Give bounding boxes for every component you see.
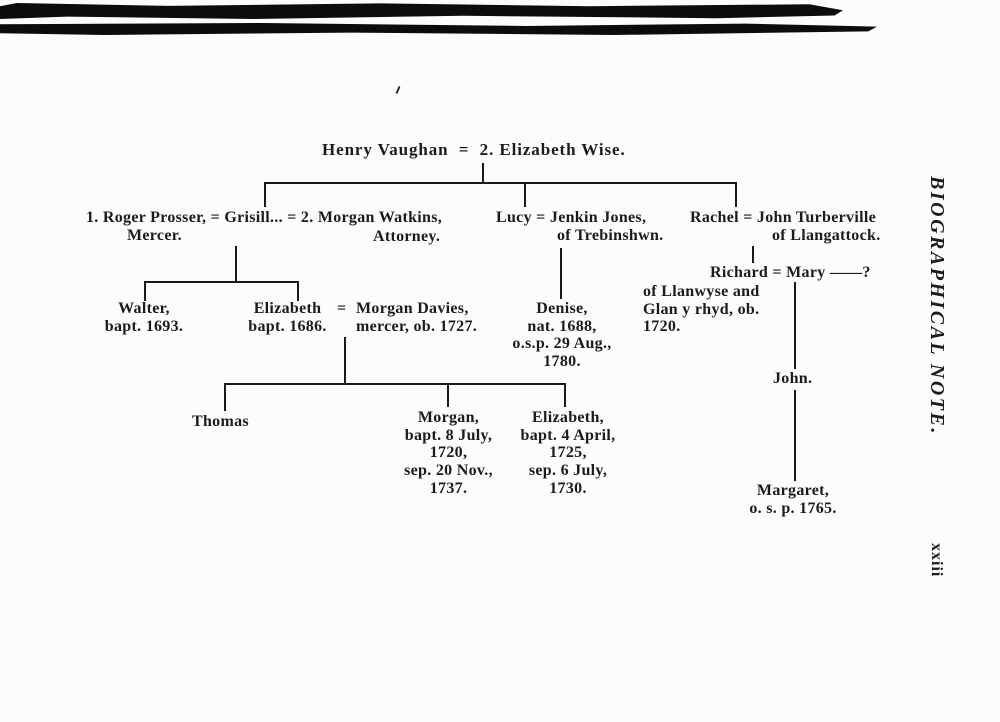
- gen4-margaret-detail: o. s. p. 1765.: [749, 499, 837, 517]
- gen3-richard-mary-couple: Richard = Mary ——?: [710, 264, 871, 281]
- gen4-morgan-sep-year: 1737.: [429, 479, 468, 497]
- gen2-lucy-jenkin-jones: Lucy = Jenkin Jones,: [496, 209, 647, 226]
- gen3-denise-death-year: 1780.: [543, 353, 581, 371]
- margin-running-title: BIOGRAPHICAL NOTE.: [926, 176, 948, 436]
- connector-richard-stem-lower: [794, 390, 796, 481]
- gen3-richard-detail-line2: Glan y rhyd, ob.: [643, 300, 760, 318]
- gen2-rachel-turberville: Rachel = John Turberville: [690, 209, 876, 226]
- scan-artifact-top-bar-2: [0, 23, 877, 35]
- gen4-elizabeth-bapt-year: 1725,: [549, 444, 587, 462]
- page-number: xxiii: [928, 543, 945, 578]
- gen3-morgan-davies-name: Morgan Davies,: [356, 300, 469, 317]
- connector-gen2-rail: [265, 182, 737, 184]
- connector-drop-elizabeth-jr: [564, 383, 566, 407]
- connector-drop-morgan: [447, 383, 449, 407]
- scan-artifact-top-bar-1: [0, 3, 843, 19]
- gen4-elizabeth-sep-year: 1730.: [549, 479, 587, 497]
- gen3-denise-birth: nat. 1688,: [527, 317, 597, 335]
- scan-artifact-speck: [395, 85, 401, 95]
- gen2-watkins-occupation: Attorney.: [373, 228, 441, 245]
- connector-davies-stem: [344, 337, 346, 384]
- connector-drop-grisill: [264, 182, 266, 207]
- connector-grisill-stem: [235, 246, 237, 283]
- gen3-elizabeth-equals-sign: =: [337, 300, 347, 317]
- connector-gen1-stem: [482, 163, 484, 183]
- connector-rachel-stem: [752, 246, 754, 263]
- connector-drop-walter: [144, 281, 146, 301]
- gen3-walter-detail: bapt. 1693.: [104, 317, 184, 335]
- connector-drop-rachel: [735, 182, 737, 207]
- gen1-couple-henry-vaughan: Henry Vaughan = 2. Elizabeth Wise.: [322, 140, 626, 159]
- connector-lucy-stem: [560, 248, 562, 299]
- connector-grisill-rail: [145, 281, 299, 283]
- gen4-john: John.: [773, 370, 813, 387]
- gen4-margaret-name: Margaret,: [756, 482, 830, 499]
- gen4-morgan-bapt: bapt. 8 July,: [404, 426, 493, 444]
- connector-drop-lucy: [524, 182, 526, 207]
- gen4-morgan-sep: sep. 20 Nov.,: [404, 462, 493, 480]
- connector-richard-stem-upper: [794, 282, 796, 369]
- gen3-walter-name: Walter,: [118, 300, 170, 317]
- gen3-denise: Denise, nat. 1688, o.s.p. 29 Aug., 1780.: [500, 300, 624, 371]
- gen4-elizabeth-name: Elizabeth,: [532, 409, 604, 426]
- gen4-elizabeth: Elizabeth, bapt. 4 April, 1725, sep. 6 J…: [504, 409, 632, 498]
- gen4-elizabeth-sep: sep. 6 July,: [528, 462, 608, 480]
- gen2-jenkin-place: of Trebinshwn.: [557, 227, 664, 244]
- gen2-turberville-place: of Llangattock.: [772, 227, 881, 244]
- gen3-richard-detail-line3: 1720.: [643, 318, 681, 336]
- gen3-elizabeth-name: Elizabeth: [253, 300, 322, 317]
- gen3-elizabeth: Elizabeth bapt. 1686.: [240, 300, 335, 335]
- gen4-morgan-bapt-year: 1720,: [429, 444, 468, 462]
- gen3-elizabeth-detail: bapt. 1686.: [248, 317, 327, 335]
- connector-drop-elizabeth: [297, 281, 299, 301]
- connector-davies-rail: [225, 383, 566, 385]
- gen4-morgan: Morgan, bapt. 8 July, 1720, sep. 20 Nov.…: [385, 409, 512, 498]
- gen3-morgan-davies: Morgan Davies, mercer, ob. 1727.: [356, 300, 477, 335]
- gen4-thomas: Thomas: [192, 413, 249, 430]
- gen4-elizabeth-bapt: bapt. 4 April,: [520, 426, 616, 444]
- gen3-richard-detail: of Llanwyse and Glan y rhyd, ob. 1720.: [643, 283, 760, 336]
- gen3-morgan-davies-detail: mercer, ob. 1727.: [356, 317, 478, 335]
- gen3-walter: Walter, bapt. 1693.: [83, 300, 205, 335]
- gen3-denise-name: Denise,: [536, 300, 588, 317]
- gen2-prosser-grisill-watkins: 1. Roger Prosser, = Grisill... = 2. Morg…: [86, 209, 443, 226]
- connector-drop-thomas: [224, 383, 226, 411]
- gen3-denise-death: o.s.p. 29 Aug.,: [512, 335, 612, 353]
- gen4-margaret: Margaret, o. s. p. 1765.: [733, 482, 853, 517]
- gen2-prosser-occupation: Mercer.: [127, 227, 182, 244]
- gen3-richard-detail-line1: of Llanwyse and: [643, 283, 760, 300]
- gen4-morgan-name: Morgan,: [417, 409, 480, 426]
